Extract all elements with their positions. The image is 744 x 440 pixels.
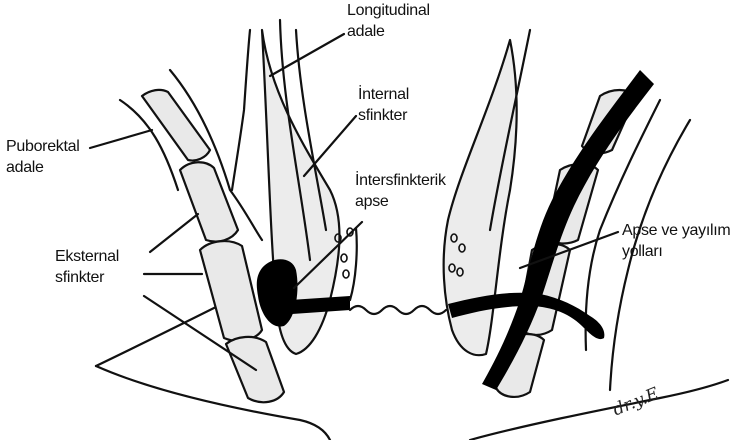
external-sphincter-left — [142, 90, 284, 402]
leader-eksternal-1 — [150, 214, 198, 252]
label-line: apse — [355, 191, 446, 212]
label-line: İntersfinkterik — [355, 170, 446, 191]
label-line: sfinkter — [358, 105, 409, 126]
label-line: sfinkter — [55, 267, 119, 288]
label-puborektal-adale: Puborektal adale — [6, 136, 80, 178]
label-line: adale — [347, 21, 430, 42]
label-line: İnternal — [358, 84, 409, 105]
label-internal-sfinkter: İnternal sfinkter — [358, 84, 409, 126]
intersphincteric-abscess — [257, 259, 298, 326]
label-apse-yayilim: Apse ve yayılım yolları — [622, 220, 730, 262]
label-line: Apse ve yayılım — [622, 220, 730, 241]
label-line: Eksternal — [55, 246, 119, 267]
leader-puborektal — [90, 130, 152, 148]
label-line: Puborektal — [6, 136, 80, 157]
label-line: adale — [6, 157, 80, 178]
label-eksternal-sfinkter: Eksternal sfinkter — [55, 246, 119, 288]
label-longitudinal-adale: Longitudinal adale — [347, 0, 430, 42]
anal-mucosa — [350, 306, 446, 314]
label-intersfinkterik-apse: İntersfinkterik apse — [355, 170, 446, 212]
label-line: Longitudinal — [347, 0, 430, 21]
skin-outline-left — [96, 366, 330, 440]
label-line: yolları — [622, 241, 730, 262]
